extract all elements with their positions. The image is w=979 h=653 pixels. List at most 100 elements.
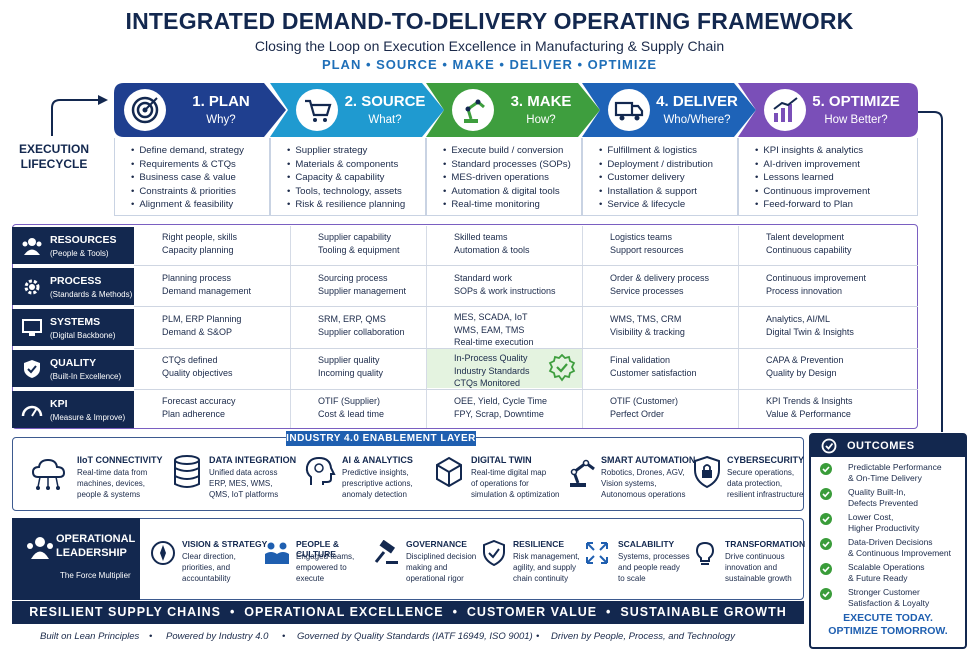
outcome-text: Higher Productivity [848,523,920,533]
matrix-cell-line: Service processes [610,285,684,296]
list-item: Alignment & feasibility [131,198,269,212]
phase-question: How Better? [824,114,888,126]
robot-arm-icon [566,455,600,494]
outcome-text: Quality Built-In, [848,487,906,497]
check-icon [820,488,832,500]
matrix-cell-line: Visibility & tracking [610,326,685,337]
truck-icon [608,89,650,131]
matrix-cell-line: Industry Standards [454,365,530,376]
matrix-cell-line: Supplier quality [318,355,380,365]
matrix-cell-line: Value & Performance [766,408,851,419]
footer-separator: • [536,631,540,642]
matrix-cell-line: Real-time execution [454,337,534,347]
matrix-cell-line: Automation & tools [454,244,530,255]
matrix-cell-line: FPY, Scrap, Downtime [454,408,544,419]
matrix-cell-line: Order & delivery process [610,273,710,283]
phase-question: Why? [206,114,236,126]
outcomes-slogan: EXECUTE TODAY.OPTIMIZE TOMORROW. [828,612,948,637]
target-check-icon [821,438,837,454]
matrix-cell-line: Continuous capability [766,244,852,255]
matrix-cell-line: Skilled teams [454,232,508,242]
list-item: Fulfillment & logistics [599,144,737,158]
outcomes-header: OUTCOMES [811,435,965,457]
matrix-cell-line: CTQs Monitored [454,378,521,388]
matrix-cell: WMS, TMS, CRM Visibility & tracking [582,309,738,346]
phase-deliver-list: Fulfillment & logisticsDeployment / dist… [582,138,738,216]
check-icon [820,563,832,575]
monitor-icon [22,319,42,336]
list-item: Define demand, strategy [131,144,269,158]
matrix-cell: OTIF (Customer)Perfect Order [582,391,738,428]
list-item: Execute build / conversion [443,144,581,158]
phase-plan: 1. PLAN Why? [114,83,286,137]
shield-check-icon [481,539,507,571]
footer-quality: Governed by Quality Standards (IATF 1694… [297,631,533,642]
matrix-cell-line: Perfect Order [610,408,665,419]
matrix-cell-line: CAPA & Prevention [766,355,844,365]
check-icon [820,588,832,600]
matrix-cell-line: Demand & S&OP [162,326,233,337]
list-item: Requirements & CTQs [131,158,269,172]
list-item: Supplier strategy [287,144,425,158]
industry-layer-title: INDUSTRY 4.0 ENABLEMENT LAYER [286,431,476,446]
list-item: Constraints & priorities [131,185,269,199]
list-item: Risk & resilience planning [287,198,425,212]
list-item: Business case & value [131,171,269,185]
leader-group-icon [27,537,53,559]
matrix-cell-line: Process innovation [766,285,843,296]
matrix-cell-line: Planning process [162,273,232,283]
matrix-cell-line: Right people, skills [162,232,238,242]
row-label-process: PROCESS (Standards & Methods) [12,268,134,305]
outcome-text: Lower Cost, [848,512,894,522]
phase-make: 3. MAKE How? [426,83,600,137]
matrix-cell-line: WMS, EAM, TMS [454,324,525,335]
list-item: Real-time monitoring [443,198,581,212]
outcome-text: Predictable Performance [848,462,942,472]
target-icon [124,89,166,131]
matrix-cell-line: Cost & lead time [318,408,385,419]
check-icon [820,463,832,475]
phase-title: 5. OPTIMIZE [812,93,900,110]
list-item: AI-driven improvement [755,158,917,172]
phase-question: Who/Where? [663,114,731,126]
matrix-cell-line: Support resources [610,244,684,255]
matrix-cell-line: Supplier management [318,285,407,296]
phase-title: 4. DELIVER [656,93,738,110]
matrix-cell-line: MES, SCADA, IoT [454,312,528,322]
lightbulb-icon [692,540,718,571]
matrix-cell-line: WMS, TMS, CRM [610,314,682,324]
matrix-cell-line: OEE, Yield, Cycle Time [454,396,548,406]
shield-check-icon [24,360,40,378]
matrix-cell: MES, SCADA, IoT WMS, EAM, TMS Real-time ex… [426,307,582,347]
check-icon [820,538,832,550]
phase-plan-list: Define demand, strategyRequirements & CT… [114,138,270,216]
matrix-cell-line: Incoming quality [318,367,384,378]
cart-icon [296,89,338,131]
matrix-cell-line: KPI Trends & Insights [766,396,853,406]
page-title: INTEGRATED DEMAND-TO-DELIVERY OPERATING … [125,8,854,34]
gear-icon [24,279,40,295]
phase-title: 1. PLAN [192,93,250,110]
matrix-cell-line: Standard work [454,273,513,283]
matrix-cell-line: Forecast accuracy [162,396,236,406]
robot-arm-icon [452,89,494,131]
outcomes-panel [809,433,967,649]
footer-people: Driven by People, Process, and Technolog… [551,631,735,642]
outcome-text: Defects Prevented [848,498,918,508]
outcome-text: Satisfaction & Loyalty [848,598,930,608]
compass-icon [150,540,176,571]
matrix-cell-line: Plan adherence [162,408,226,419]
list-item: Lessons learned [755,171,917,185]
expand-arrows-icon [584,540,610,571]
